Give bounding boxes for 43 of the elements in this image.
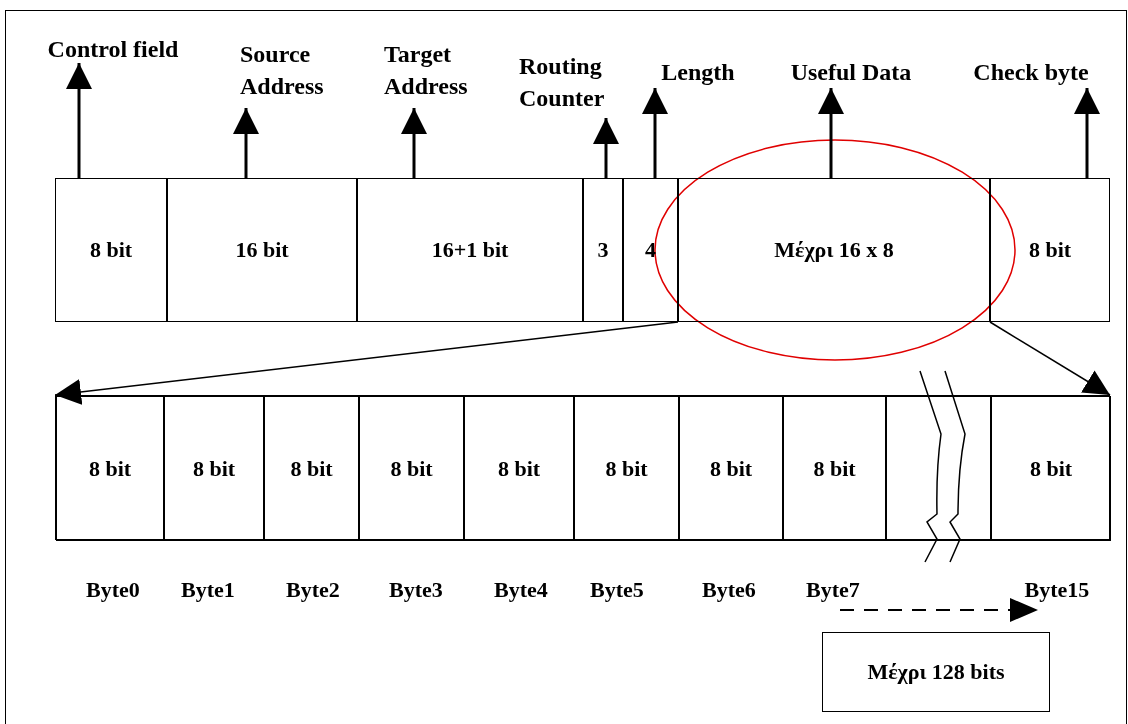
arrow: [989, 321, 1111, 396]
byte-label: Byte6: [701, 576, 757, 604]
byte-label: Byte5: [589, 576, 645, 604]
arrow: [54, 321, 679, 405]
arrow: [233, 108, 259, 178]
byte-label: Byte1: [180, 576, 236, 604]
arrow: [593, 118, 619, 178]
byte-label: Byte15: [1023, 576, 1091, 604]
byte-row: [55, 395, 1110, 540]
field-label: Routing Counter: [519, 50, 639, 118]
frame-cell: 16+1 bit: [357, 178, 583, 322]
byte-cell: 8 bit: [574, 396, 679, 541]
arrow: [818, 88, 844, 178]
byte-label: Byte7: [805, 576, 861, 604]
arrow: [401, 108, 427, 178]
byte-cell: 8 bit: [783, 396, 886, 541]
byte-cell: 8 bit: [464, 396, 574, 541]
field-label: Useful Data: [766, 56, 936, 88]
byte-cell: 8 bit: [164, 396, 264, 541]
byte-cell: 8 bit: [679, 396, 783, 541]
total-box: Μέχρι 128 bits: [822, 632, 1050, 712]
byte-label: Byte0: [85, 576, 141, 604]
frame-cell: 8 bit: [55, 178, 167, 322]
byte-label: Byte2: [285, 576, 341, 604]
field-label: Target Address: [384, 38, 502, 108]
frame-cell: Μέχρι 16 x 8: [678, 178, 990, 322]
field-label: Source Address: [240, 38, 358, 108]
byte-label: Byte4: [493, 576, 549, 604]
byte-cell: 8 bit: [56, 396, 164, 541]
byte-cell: 8 bit: [359, 396, 464, 541]
byte-cell: 8 bit: [264, 396, 359, 541]
frame-cell: 3: [583, 178, 623, 322]
byte-label: Byte3: [388, 576, 444, 604]
field-label: Length: [648, 56, 748, 88]
arrow: [66, 63, 92, 178]
arrow: [642, 88, 668, 178]
frame-cell: 16 bit: [167, 178, 357, 322]
field-label: Control field: [22, 33, 204, 63]
field-label: Check byte: [951, 56, 1111, 88]
frame-cell: 8 bit: [990, 178, 1110, 322]
arrow: [1074, 88, 1100, 178]
byte-cell: [886, 396, 991, 541]
byte-cell: 8 bit: [991, 396, 1111, 541]
